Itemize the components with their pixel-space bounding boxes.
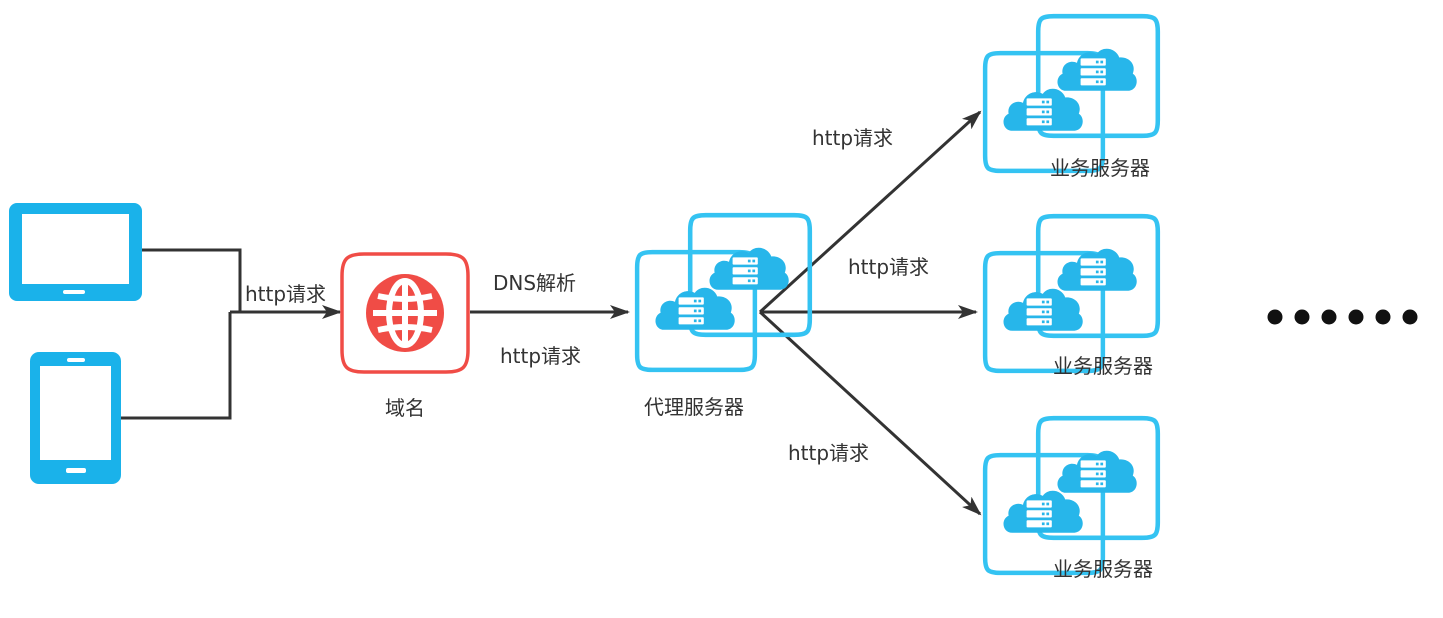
ellipsis-dot: [1348, 309, 1364, 325]
proxy-label: 代理服务器: [644, 395, 744, 419]
edge-label-proxy-to-server-middle: http请求: [848, 255, 929, 279]
server-label: 业务服务器: [1053, 354, 1153, 378]
domain-label: 域名: [385, 396, 425, 420]
server-label: 业务服务器: [1050, 156, 1150, 180]
connectors: [120, 110, 982, 516]
phone-connector: [120, 312, 232, 420]
labels: http请求 DNS解析 http请求 http请求 http请求 http请求…: [245, 126, 1153, 581]
edge-label-client-to-domain: http请求: [245, 282, 326, 306]
arrow-proxy-to-server-bottom: [758, 310, 982, 516]
ellipsis-dot: [1321, 309, 1337, 325]
cloud-server-icon: [985, 16, 1158, 171]
cloud-server-icon: [985, 216, 1158, 371]
edge-label-proxy-to-server-bottom: http请求: [788, 441, 869, 465]
ellipsis-dot: [1402, 309, 1418, 325]
server-label: 业务服务器: [1053, 557, 1153, 581]
business-server-node: [985, 418, 1158, 573]
arrow-proxy-to-server-top: [758, 110, 982, 314]
proxy-server-node: [637, 215, 810, 370]
ellipsis-dot: [1375, 309, 1391, 325]
edge-label-domain-to-proxy: http请求: [500, 344, 581, 368]
ellipsis-dot: [1267, 309, 1283, 325]
phone-icon: [30, 352, 121, 484]
globe-icon: [366, 274, 444, 352]
domain-node: [340, 252, 470, 374]
ellipsis-dot: [1294, 309, 1310, 325]
edge-label-proxy-to-server-top: http请求: [812, 126, 893, 150]
cloud-server-icon: [637, 215, 810, 370]
ellipsis-dots-icon: [1267, 309, 1418, 325]
tablet-icon: [9, 203, 142, 301]
business-server-node: [985, 16, 1158, 171]
cloud-server-icon: [985, 418, 1158, 573]
edge-label-dns: DNS解析: [493, 271, 576, 295]
tablet-connector: [140, 248, 242, 312]
business-server-node: [985, 216, 1158, 371]
